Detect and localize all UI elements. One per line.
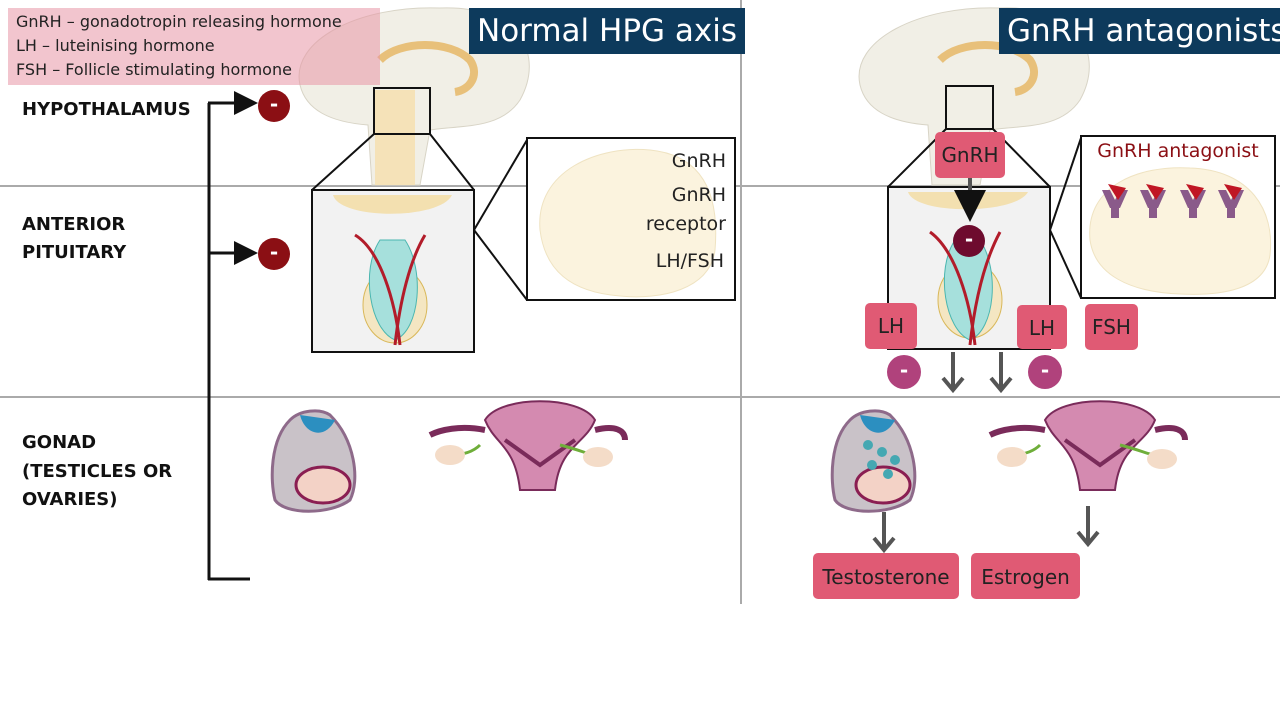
uterus-illustration-left [428,400,628,491]
tag-fsh: FSH [1085,304,1138,350]
antagonist-receptors [1102,184,1244,218]
zoom-lines-left [311,133,528,301]
hormone-arrows [872,352,1100,554]
inset-label-receptor-1: GnRH [671,184,726,206]
title-normal-hpg-axis: Normal HPG axis [469,8,746,54]
tag-lh-right: LH [1017,305,1067,349]
inset-label-gnrh: GnRH [671,150,726,172]
cell-inset-left [526,137,736,301]
legend-item-lh: LH – luteinising hormone [16,36,215,55]
row-label-pituitary: PITUITARY [22,242,127,263]
legend-item-fsh: FSH – Follicle stimulating hormone [16,60,292,79]
tag-testosterone: Testosterone [813,553,959,599]
testis-illustration-right [830,409,917,513]
uterus-illustration-right [988,400,1188,491]
inhibition-marker-pituitary-right: - [953,225,985,257]
testis-illustration-left [270,409,357,513]
row-label-gonad: GONAD [22,432,97,453]
inhibition-marker-lh-left: - [887,355,921,389]
tag-lh-left: LH [865,303,917,349]
label-gnrh-antagonist: GnRH antagonist [1097,140,1259,162]
legend-item-gnrh: GnRH – gonadotropin releasing hormone [16,12,342,31]
tag-gnrh: GnRH [935,132,1005,178]
inset-label-receptor-2: receptor [645,213,726,235]
row-label-testicles-or: (TESTICLES OR [22,461,173,482]
inset-label-lhfsh: LH/FSH [655,250,724,272]
abbreviation-legend: GnRH – gonadotropin releasing hormone LH… [8,8,380,85]
row-label-hypothalamus: HYPOTHALAMUS [22,99,191,120]
inhibition-marker-lh-right: - [1028,355,1062,389]
pituitary-illustration-left [311,189,475,353]
feedback-arrows [207,91,258,581]
inhibition-marker-hypothalamus: - [258,90,290,122]
inhibition-marker-pituitary: - [258,238,290,270]
row-label-anterior: ANTERIOR [22,214,126,235]
title-gnrh-antagonists: GnRH antagonists [999,8,1280,54]
row-label-ovaries: OVARIES) [22,489,118,510]
tag-estrogen: Estrogen [971,553,1080,599]
